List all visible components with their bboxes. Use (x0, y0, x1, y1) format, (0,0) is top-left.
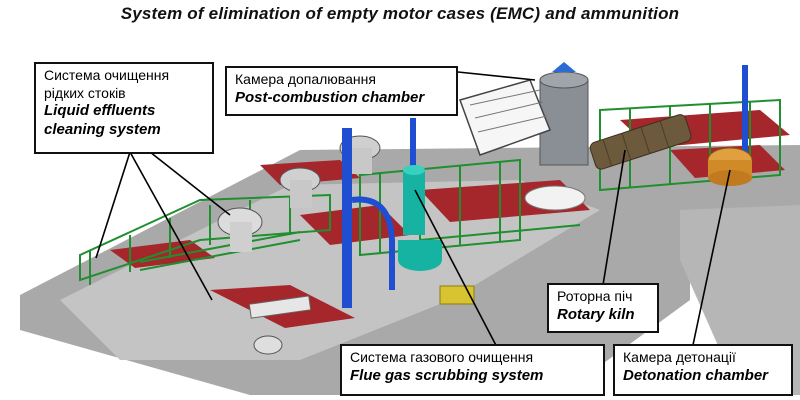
callout-rotary-ua: Роторна піч (557, 288, 633, 304)
deck-mid (300, 205, 410, 245)
filter-unit (248, 295, 312, 319)
callout-detonation-en: Detonation chamber (623, 366, 769, 384)
callout-liquid-ua-line1: Система очищення (44, 67, 170, 83)
post-combustion-body (539, 79, 589, 166)
callout-liquid-en-line2: cleaning system (44, 120, 161, 138)
blue-stack-left (342, 128, 352, 308)
callout-liquid-effluents: Система очищення рідких стоків Liquid ef… (34, 62, 214, 154)
blue-stack-right (742, 65, 748, 155)
blue-stack-mid (410, 118, 416, 178)
floor-slab-light (60, 180, 600, 360)
slide-title: System of elimination of empty motor cas… (120, 4, 680, 23)
rotary-kiln (589, 114, 692, 170)
duct-lattice (459, 79, 551, 156)
callout-liquid-en-line1: Liquid effluents (44, 102, 156, 119)
tank-small (253, 335, 283, 355)
callout-postcomb-en: Post-combustion chamber (235, 88, 425, 106)
callout-rotary-en: Rotary kiln (557, 305, 635, 323)
frame-center (359, 158, 521, 257)
callout-postcomb-ua: Камера допалювання (235, 71, 376, 87)
callout-flue-gas: Система газового очищення Flue gas scrub… (340, 344, 605, 396)
callout-fluegas-en: Flue gas scrubbing system (350, 366, 544, 384)
callout-post-combustion: Камера допалювання Post-combustion chamb… (225, 66, 458, 116)
yellow-unit (439, 285, 475, 305)
callout-rotary-kiln: Роторна піч Rotary kiln (547, 283, 659, 333)
callout-liquid-ua-line2: рідких стоків (44, 84, 126, 101)
callout-fluegas-ua: Система газового очищення (350, 349, 534, 365)
callout-detonation: Камера детонації Detonation chamber (613, 344, 793, 396)
horizontal-vessel (524, 185, 586, 211)
frame-left (79, 193, 331, 282)
scrubber-column (403, 170, 425, 235)
callout-detonation-ua: Камера детонації (623, 349, 736, 365)
